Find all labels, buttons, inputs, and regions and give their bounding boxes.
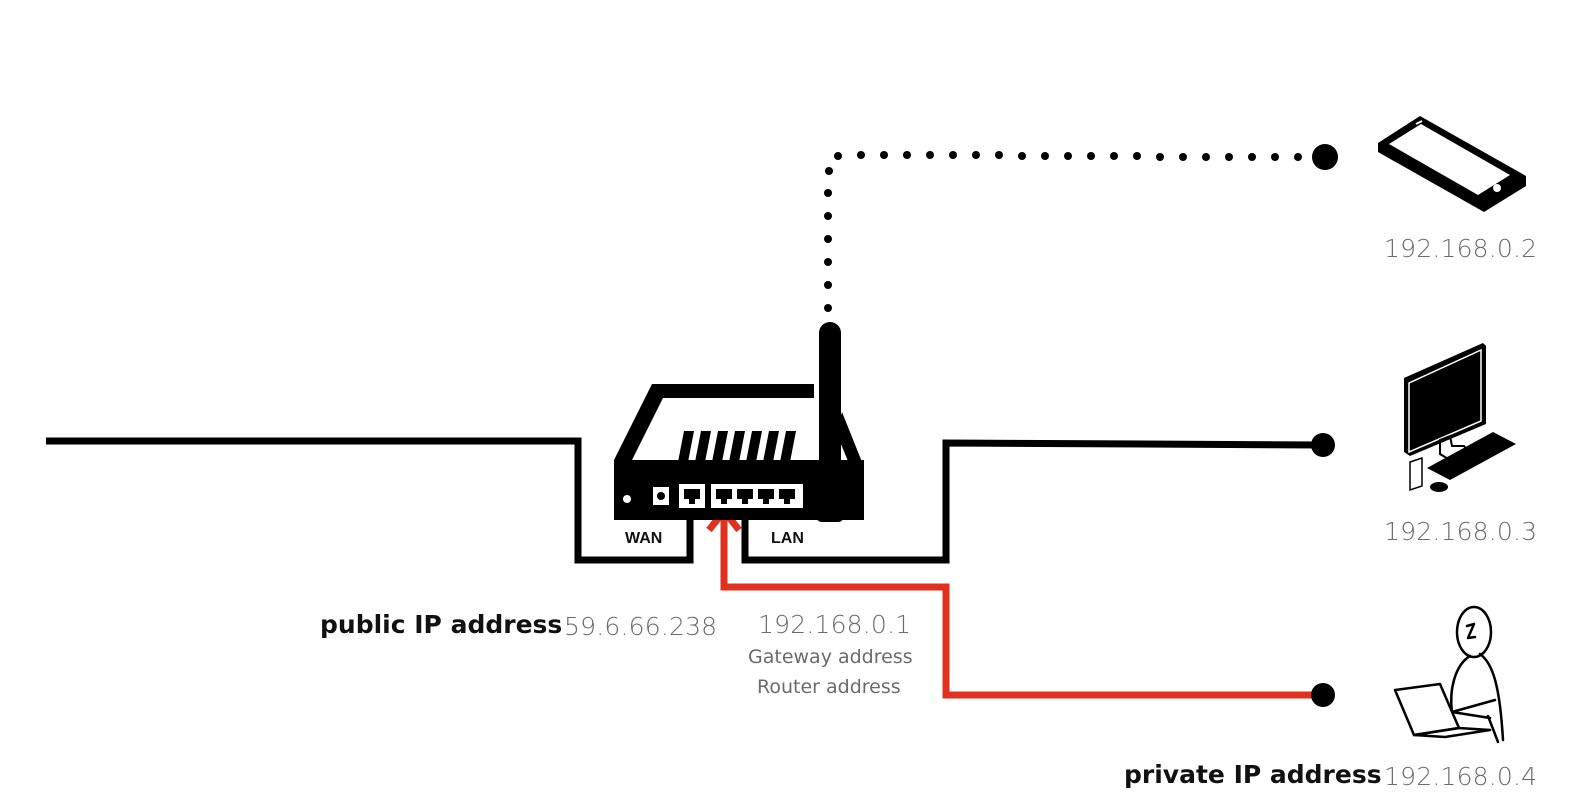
public-ip-value: 59.6.66.238 — [564, 612, 718, 641]
laptop-ip: 192.168.0.4 — [1384, 762, 1538, 791]
public-ip-caption: public IP address — [320, 610, 563, 639]
desktop-computer-icon — [1404, 343, 1516, 492]
desktop-ip: 192.168.0.3 — [1384, 517, 1538, 546]
gateway-address-note: Gateway address — [748, 646, 913, 668]
lan-port-label: LAN — [771, 530, 804, 547]
lan-cable-desktop — [741, 439, 1321, 564]
phone-ip: 192.168.0.2 — [1384, 234, 1538, 263]
person-with-laptop-icon — [1393, 605, 1505, 744]
wan-cable — [46, 437, 694, 564]
laptop-endpoint — [1311, 683, 1335, 707]
router-address-note: Router address — [757, 676, 901, 698]
desktop-endpoint — [1311, 433, 1335, 457]
highlight-path — [720, 520, 1322, 699]
router-icon — [614, 322, 864, 522]
wireless-link — [824, 151, 1302, 312]
smartphone-icon — [1378, 116, 1526, 212]
wan-port-label: WAN — [625, 530, 663, 547]
phone-endpoint — [1312, 144, 1338, 170]
router-lan-ip: 192.168.0.1 — [758, 610, 912, 639]
private-ip-caption: private IP address — [1124, 760, 1382, 789]
